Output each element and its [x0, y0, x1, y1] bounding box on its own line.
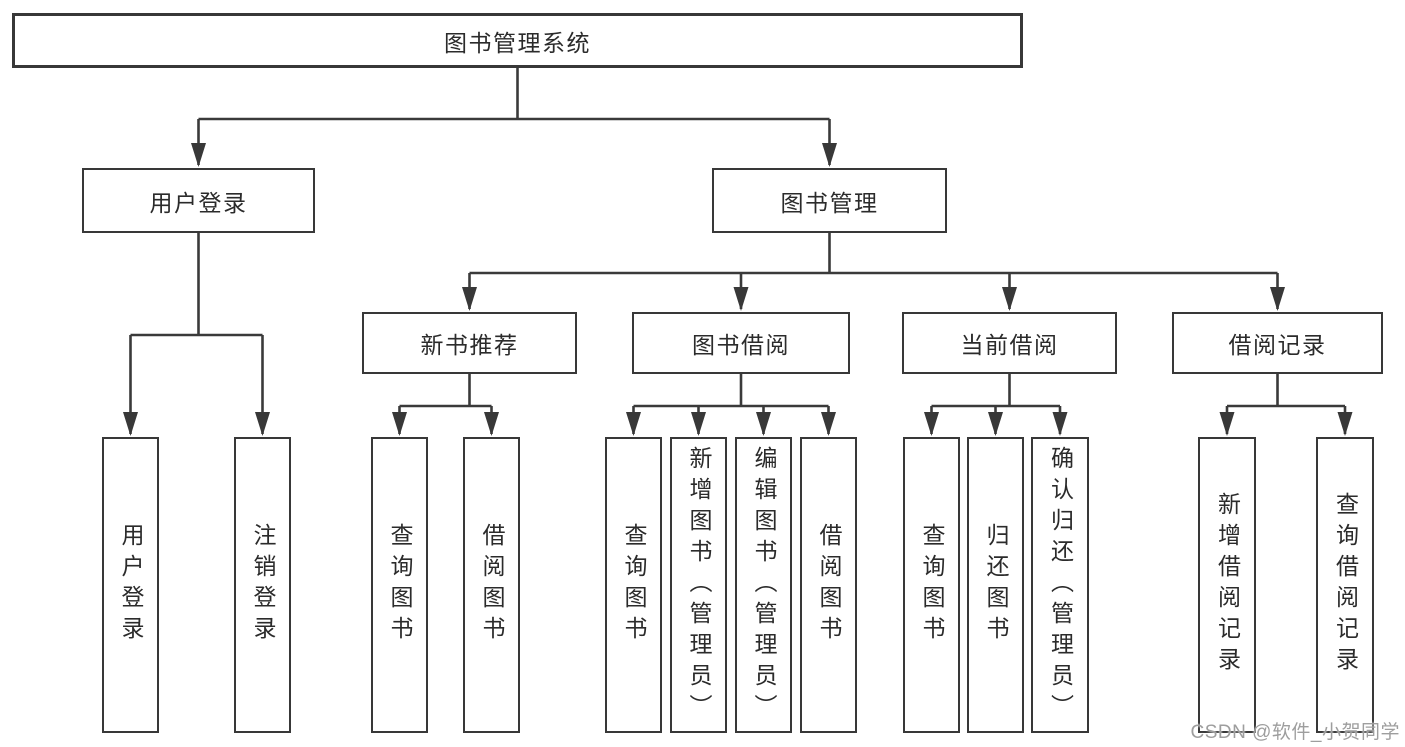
leaf-query-borrow-record: 查询借阅记录 — [1316, 437, 1374, 733]
node-label: 借阅记录 — [1228, 332, 1327, 358]
node-label: 注销登录 — [250, 523, 276, 647]
connector-new-book-recommend — [392, 374, 499, 436]
node-current-borrow: 当前借阅 — [902, 312, 1117, 374]
csdn-watermark: CSDN @软件_小贺同学 — [1190, 722, 1400, 743]
node-label: 图书管理系统 — [444, 29, 591, 56]
leaf-return-books: 归还图书 — [967, 437, 1024, 733]
leaf-edit-books-admin: 编辑图书（管理员） — [735, 437, 792, 733]
leaf-confirm-return-admin: 确认归还（管理员） — [1031, 437, 1089, 733]
node-system-root: 图书管理系统 — [12, 13, 1023, 68]
connector-book-borrow — [626, 374, 836, 436]
node-new-book-recommend: 新书推荐 — [362, 312, 577, 374]
node-label: 新增图书（管理员） — [686, 445, 712, 725]
leaf-query-books-recommend: 查询图书 — [371, 437, 428, 733]
leaf-query-books-current: 查询图书 — [903, 437, 960, 733]
node-label: 借阅图书 — [816, 523, 842, 647]
node-label: 借阅图书 — [479, 523, 505, 647]
node-book-management-branch: 图书管理 — [712, 168, 947, 233]
node-label: 查询图书 — [387, 523, 413, 647]
node-user-login-branch: 用户登录 — [82, 168, 315, 233]
node-label: 当前借阅 — [960, 332, 1059, 358]
leaf-logout: 注销登录 — [234, 437, 291, 733]
leaf-add-borrow-record: 新增借阅记录 — [1198, 437, 1256, 733]
node-book-borrow: 图书借阅 — [632, 312, 850, 374]
node-label: 确认归还（管理员） — [1047, 445, 1074, 725]
leaf-query-books-borrow: 查询图书 — [605, 437, 662, 733]
node-label: 图书借阅 — [692, 332, 790, 358]
node-label: 查询图书 — [621, 523, 647, 647]
connector-user-login — [123, 233, 270, 436]
connector-root — [191, 68, 837, 167]
leaf-borrow-books-recommend: 借阅图书 — [463, 437, 520, 733]
node-label: 用户登录 — [149, 189, 248, 216]
node-label: 新增借阅记录 — [1214, 492, 1241, 678]
leaf-borrow-books: 借阅图书 — [800, 437, 857, 733]
node-label: 新书推荐 — [420, 332, 519, 358]
node-label: 查询借阅记录 — [1332, 492, 1359, 678]
node-label: 编辑图书（管理员） — [751, 445, 777, 725]
node-borrow-records: 借阅记录 — [1172, 312, 1383, 374]
node-label: 归还图书 — [983, 523, 1009, 647]
node-label: 图书管理 — [780, 189, 879, 216]
node-label: 查询图书 — [919, 523, 945, 647]
connector-borrow-records — [1219, 374, 1353, 436]
node-label: 用户登录 — [118, 523, 144, 647]
leaf-add-books-admin: 新增图书（管理员） — [670, 437, 727, 733]
connector-current-borrow — [924, 374, 1068, 436]
connector-book-management — [462, 233, 1285, 311]
leaf-user-login: 用户登录 — [102, 437, 159, 733]
